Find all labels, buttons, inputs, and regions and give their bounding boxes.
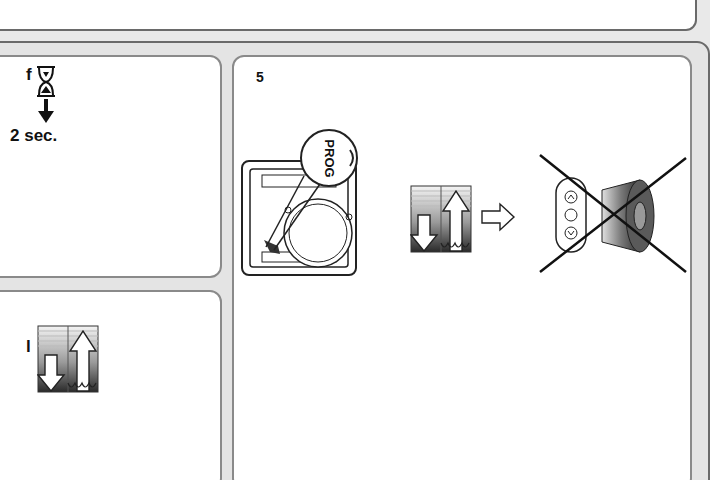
illustration <box>0 290 222 480</box>
cut-text: f <box>26 66 32 83</box>
illustration <box>232 55 692 480</box>
step-panel: l <box>0 290 222 480</box>
step-text: 5 <box>256 70 264 84</box>
step-panel: f 2 sec. <box>0 55 222 278</box>
step-panel: 5 <box>232 55 692 480</box>
illustration <box>0 55 222 278</box>
button-label: PROG <box>322 139 335 177</box>
step-text: 2 sec. <box>10 127 57 144</box>
cut-text: l <box>26 338 31 355</box>
